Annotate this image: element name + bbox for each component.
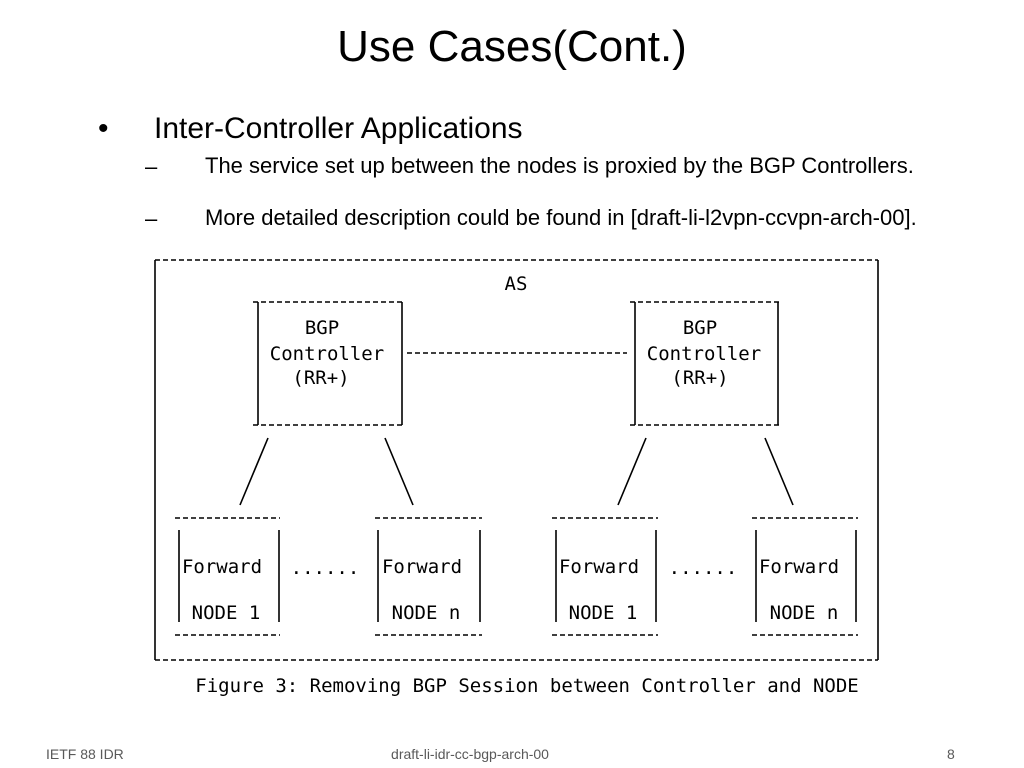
figure-caption: Figure 3: Removing BGP Session between C… (195, 675, 858, 697)
footer-center: draft-li-idr-cc-bgp-arch-00 (391, 746, 549, 762)
subbullet-text: The service set up between the nodes is … (205, 153, 914, 178)
node-box (552, 517, 658, 636)
subbullet-text: More detailed description could be found… (205, 205, 917, 230)
node-label: Forward (382, 556, 462, 578)
subbullet-area: – The service set up between the nodes i… (0, 0, 1024, 244)
node-label: NODE 1 (192, 602, 261, 624)
connector-line (239, 437, 269, 506)
controller-label: (RR+) (671, 367, 728, 389)
node-label: NODE 1 (569, 602, 638, 624)
controller-label: Controller (647, 343, 761, 365)
controller-label: (RR+) (292, 367, 349, 389)
connector-line (617, 437, 647, 506)
node-box (375, 517, 482, 636)
slide-number: 8 (947, 746, 955, 762)
subbullet-marker: – (145, 206, 158, 231)
node-label: Forward (182, 556, 262, 578)
connector-line (764, 437, 794, 506)
node-label: NODE n (770, 602, 839, 624)
bullet-marker: • (98, 112, 109, 145)
bullet-text: Inter-Controller Applications (154, 112, 523, 145)
node-box (752, 517, 858, 636)
subbullet-marker: – (145, 154, 158, 179)
ellipsis: ...... (291, 557, 360, 579)
node-label: Forward (759, 556, 839, 578)
ellipsis: ...... (669, 557, 738, 579)
as-label: AS (505, 273, 528, 295)
controller-label: BGP (305, 317, 339, 339)
controller-label: Controller (270, 343, 384, 365)
node-label: Forward (559, 556, 639, 578)
connector-line (384, 437, 414, 506)
node-box (175, 517, 280, 636)
node-label: NODE n (392, 602, 461, 624)
controller-label: BGP (683, 317, 717, 339)
footer-left: IETF 88 IDR (46, 746, 124, 762)
slide-title: Use Cases(Cont.) (337, 22, 687, 71)
